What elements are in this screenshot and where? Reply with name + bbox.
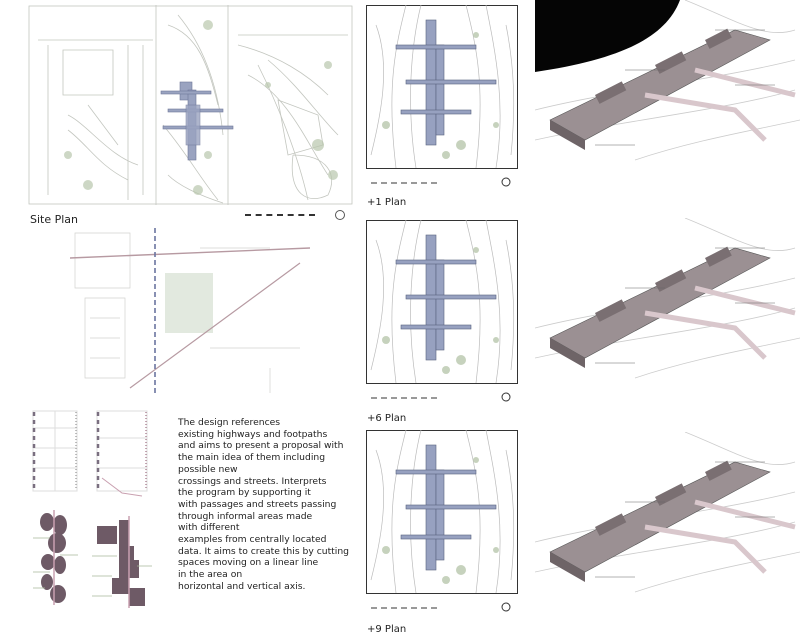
description-line: and aims to present a proposal with xyxy=(178,440,344,452)
description-line: data. It aims to create this by cutting xyxy=(178,545,349,557)
project-description: The design references existing highways … xyxy=(178,417,363,593)
plan-label-plus-6: +6 Plan xyxy=(367,413,407,424)
description-line: through informal areas made xyxy=(178,510,313,522)
mass-diagram-orthogonal xyxy=(92,516,152,608)
description-line: examples from centrally located xyxy=(178,534,327,546)
axonometric-view-plus-9 xyxy=(535,432,800,602)
description-line: spaces moving on a linear line xyxy=(178,557,319,569)
grid-diagram-2 xyxy=(92,408,152,503)
grid-diagram-1 xyxy=(30,408,80,493)
scale-bar xyxy=(245,214,315,220)
description-line: horizontal and vertical axis. xyxy=(178,580,306,592)
context-map xyxy=(70,228,310,396)
description-line: The design references xyxy=(178,417,281,428)
description-line: possible new xyxy=(178,463,238,475)
floor-plan-plus-6 xyxy=(366,220,518,408)
mass-diagram-organic xyxy=(30,510,80,605)
site-plan-label: Site Plan xyxy=(30,213,79,226)
axonometric-view-plus-1 xyxy=(535,0,800,170)
floor-plan-plus-9 xyxy=(366,430,518,618)
plan-label-plus-1: +1 Plan xyxy=(367,197,407,208)
description-line: with different xyxy=(178,522,240,534)
floor-plan-plus-1 xyxy=(366,5,518,193)
description-line: crossings and streets. Interprets xyxy=(178,475,327,487)
site-plan-drawing xyxy=(28,5,353,205)
description-line: the main idea of them including xyxy=(178,452,326,464)
axonometric-view-plus-6 xyxy=(535,218,800,388)
plan-label-plus-9: +9 Plan xyxy=(367,624,407,635)
north-arrow-icon xyxy=(335,210,345,220)
description-line: existing highways and footpaths xyxy=(178,428,328,440)
description-line: in the area on xyxy=(178,569,243,581)
description-line: with passages and streets passing xyxy=(178,498,337,510)
description-line: the program by supporting it xyxy=(178,487,311,499)
